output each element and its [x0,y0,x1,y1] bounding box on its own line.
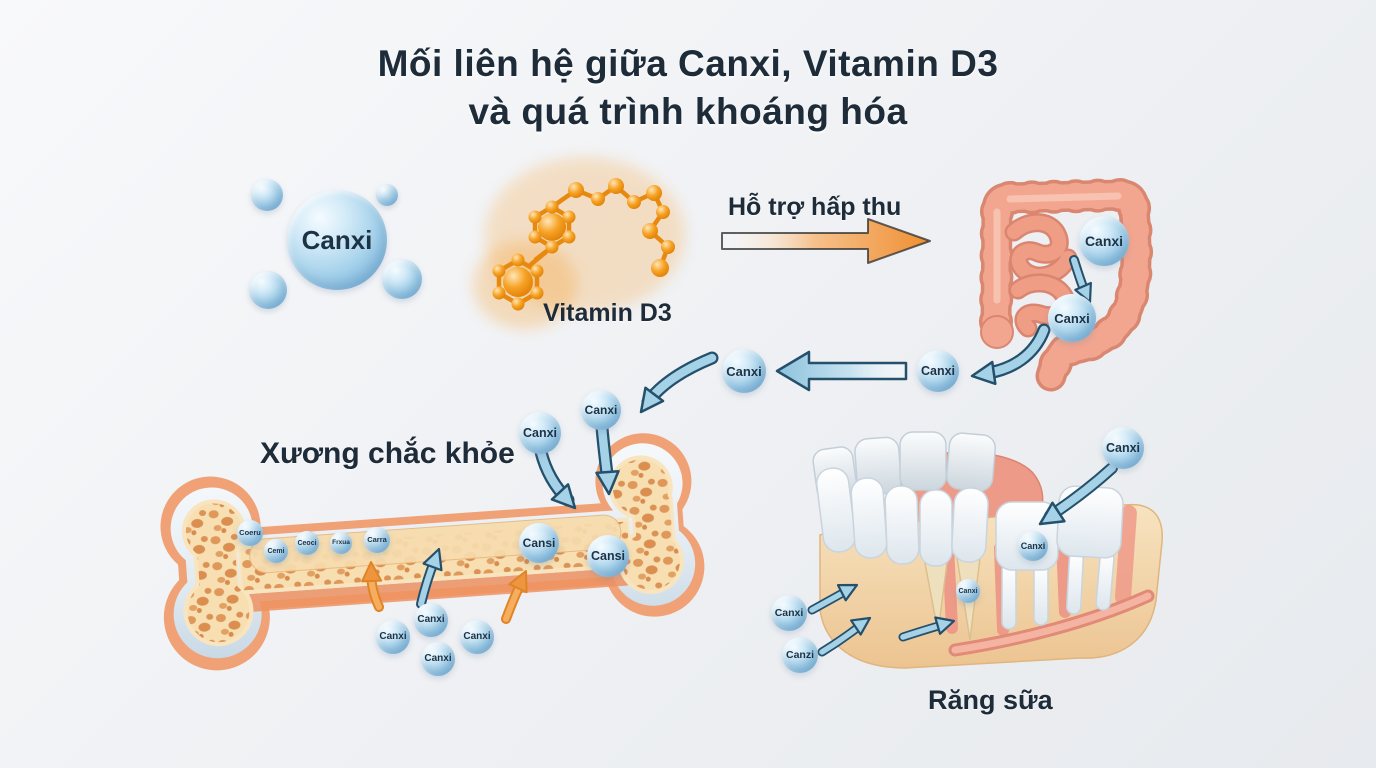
canxi-bubble-below-bone: Canxi [460,620,494,654]
canxi-bubble-transfer-right: Canxi [917,350,959,392]
absorption-arrow-shape [721,218,931,264]
page-title: Mối liên hệ giữa Canxi, Vitamin D3 và qu… [0,40,1376,136]
canxi-bubble-below-bone: Canxi [421,642,455,676]
arrowhead [639,386,665,414]
canxi-bubble-below-bone: Canxi [414,603,448,637]
absorption-label: Hỗ trợ hấp thu [728,193,902,221]
arrowhead [508,570,528,594]
canxi-bubble-intestine-upper: Canxi [1079,216,1129,266]
calcium-satellite-sphere [376,184,398,206]
canxi-bubble-above-bone-right: Canxi [581,390,621,430]
bone-inner-bubble: Coeru [237,520,263,546]
bone-label: Xương chắc khỏe [260,437,515,470]
bone-marrow-band [242,567,635,612]
canxi-bubble-transfer-left: Canxi [722,349,766,393]
canxi-bubble-above-bone-left: Canxi [519,412,561,454]
transfer-arrow-shape [775,350,908,392]
canxi-bubble-teeth-top: Canxi [1102,427,1144,469]
front-teeth [815,467,989,567]
calcium-cluster-sphere: Canxi [287,190,387,290]
arrowhead [595,470,620,496]
vitamin-d3-label: Vitamin D3 [543,299,672,327]
arrowhead [550,483,577,510]
intestine-illustration [979,178,1154,393]
canxi-bubble-on-molar: Canxi [1018,531,1048,561]
canxi-bubble-teeth-left-upper: Canxi [771,595,807,631]
teeth-label: Răng sữa [928,685,1053,715]
flow-arrows [361,255,1118,657]
calcium-satellite-sphere [249,271,287,309]
canxi-bubble-intestine-lower: Canxi [1048,294,1096,342]
bone-inner-bubble: Carra [364,527,390,553]
bone-inner-bubble: Ceoci [295,531,319,555]
arrowhead [934,616,956,635]
canxi-bubble-tooth-root: Canxi [956,579,980,603]
canxi-bubble-below-bone: Canxi [376,620,410,654]
canxi-bubble-teeth-left-lower: Canzi [782,637,818,673]
arrowhead [970,360,997,386]
title-line-2: và quá trình khoáng hóa [468,91,908,132]
bone-inner-bubble: Frxua [330,532,352,554]
calcium-satellite-sphere [251,179,283,211]
arrowhead [850,616,872,636]
bone-inner-bubble: Cansi [587,535,629,577]
bone-inner-bubble: Cansi [519,523,559,563]
arrowhead [1038,501,1066,526]
arrowhead [422,547,443,572]
calcium-satellite-sphere [382,259,422,299]
cecum [980,315,1014,349]
arrowhead [836,583,859,602]
molecule-atoms [492,178,675,311]
title-line-1: Mối liên hệ giữa Canxi, Vitamin D3 [377,43,999,84]
vitamin-d3-molecule [473,157,685,329]
arrowhead [361,561,383,583]
bone-inner-bubble: Cemi [264,539,288,563]
